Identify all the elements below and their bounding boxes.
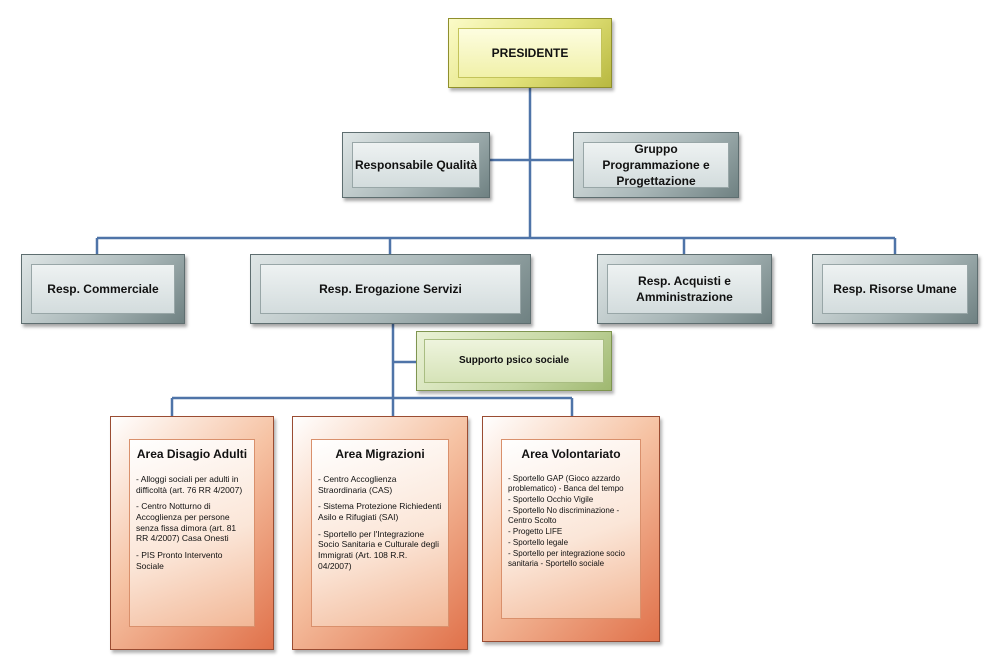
psycho-support-label: Supporto psico sociale <box>458 355 570 367</box>
area-adults-item: - Alloggi sociali per adulti in difficol… <box>136 474 243 495</box>
area-migrations-title: Area Migrazioni <box>335 447 425 461</box>
area-volunteering-title: Area Volontariato <box>521 447 621 461</box>
area-volunteering-item: - Sportello legale <box>508 538 569 548</box>
purchases-label: Resp. Acquisti e Amministrazione <box>636 273 733 304</box>
area-volunteering-item: - Sportello Occhio Vigile <box>508 495 594 505</box>
area-adults-item: - Centro Notturno di Accoglienza per per… <box>136 501 237 544</box>
area-migrations-box: Area Migrazioni - Centro Accoglienza Str… <box>292 416 468 650</box>
psycho-support-box: Supporto psico sociale <box>416 331 612 391</box>
hr-label: Resp. Risorse Umane <box>833 281 957 296</box>
area-volunteering-item: - Sportello No discriminazione - Centro … <box>508 506 620 526</box>
services-box: Resp. Erogazione Servizi <box>250 254 531 324</box>
commercial-label: Resp. Commerciale <box>47 281 159 296</box>
quality-label: Responsabile Qualità <box>354 157 478 172</box>
area-volunteering-item: - Progetto LIFE <box>508 527 563 537</box>
area-adults-item: - PIS Pronto Intervento Sociale <box>136 549 223 571</box>
area-volunteering-item: - Sportello GAP (Gioco azzardo problemat… <box>508 474 624 494</box>
area-volunteering-item: - Sportello per integrazione socio sanit… <box>508 549 625 569</box>
president-label: PRESIDENTE <box>491 45 569 60</box>
area-adults-box: Area Disagio Adulti - Alloggi sociali pe… <box>110 416 274 650</box>
services-label: Resp. Erogazione Servizi <box>319 281 462 296</box>
quality-box: Responsabile Qualità <box>342 132 490 198</box>
programming-box: Gruppo Programmazione e Progettazione <box>573 132 739 198</box>
area-volunteering-box: Area Volontariato - Sportello GAP (Gioco… <box>482 416 660 642</box>
president-box: PRESIDENTE <box>448 18 612 88</box>
commercial-box: Resp. Commerciale <box>21 254 185 324</box>
area-migrations-item: - Centro Accoglienza Straordinaria (CAS) <box>318 474 397 495</box>
hr-box: Resp. Risorse Umane <box>812 254 978 324</box>
programming-label: Gruppo Programmazione e Progettazione <box>602 141 710 189</box>
area-adults-title: Area Disagio Adulti <box>136 447 248 461</box>
purchases-box: Resp. Acquisti e Amministrazione <box>597 254 772 324</box>
area-migrations-item: - Sistema Protezione Richiedenti Asilo e… <box>318 501 442 523</box>
area-migrations-item: - Sportello per l'Integrazione Socio San… <box>318 528 439 571</box>
